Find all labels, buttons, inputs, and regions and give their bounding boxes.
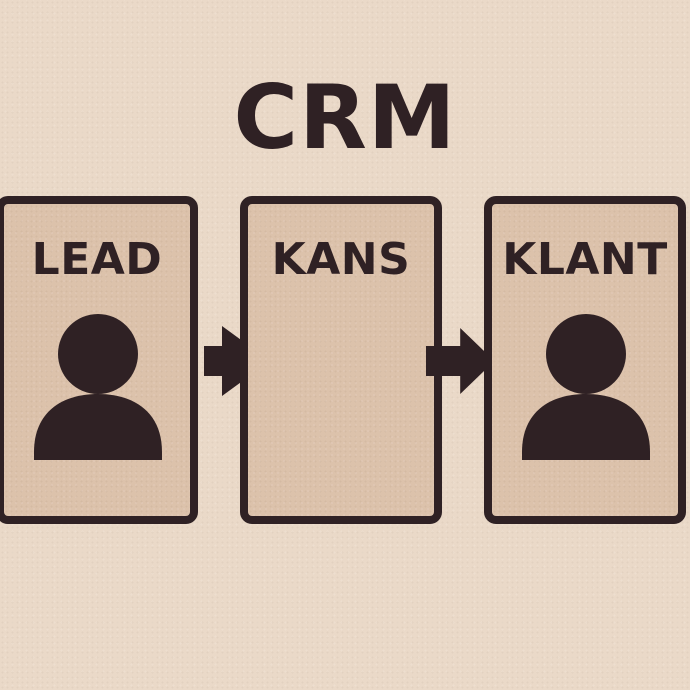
person-icon (34, 314, 162, 460)
stage-label-lead: LEAD (31, 234, 163, 285)
stage-card-klant: KLANT (484, 196, 686, 524)
arrow-right-icon (204, 326, 270, 396)
stage-card-lead: LEAD (0, 196, 198, 524)
diagram-title: CRM (233, 66, 457, 169)
stage-card-kans: KANS (240, 196, 442, 524)
person-icon (522, 314, 650, 460)
stage-label-kans: KANS (271, 234, 411, 285)
arrow-right-icon (426, 328, 495, 394)
stage-label-klant: KLANT (502, 234, 668, 285)
